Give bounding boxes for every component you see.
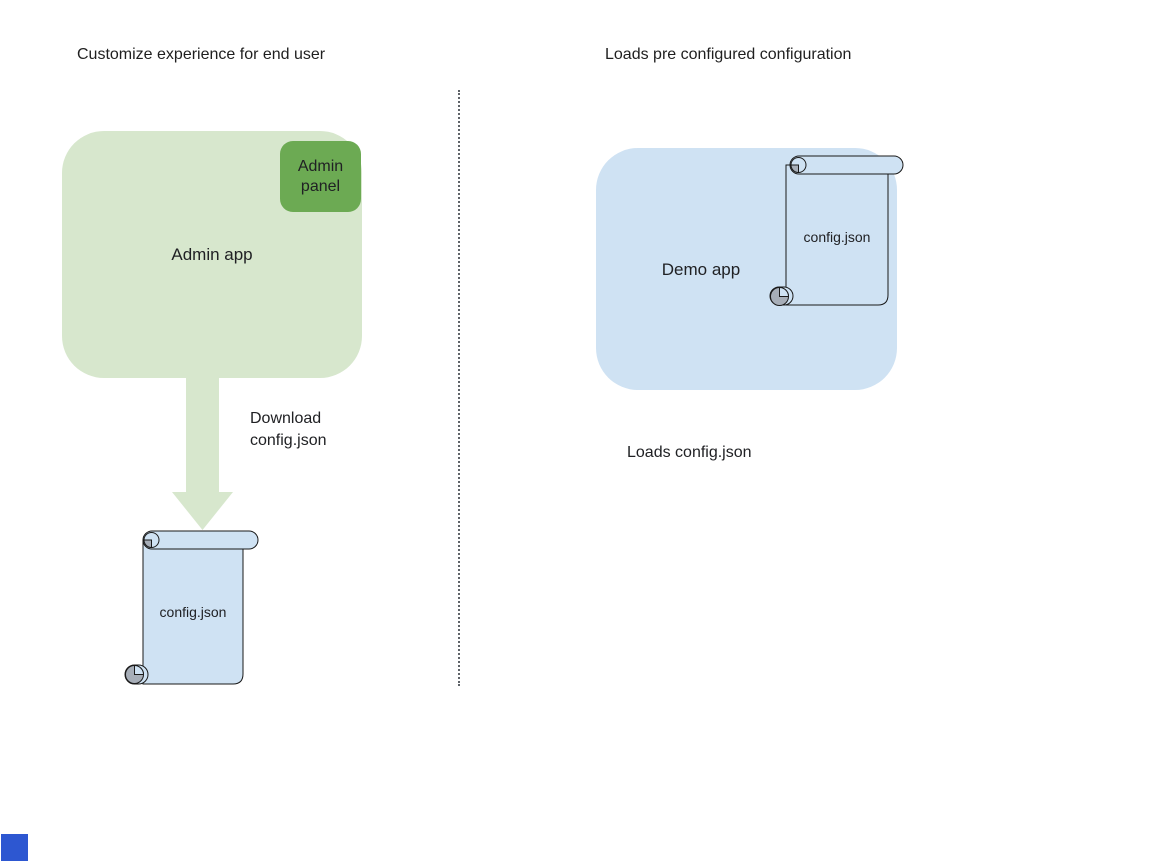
scroll-paper [142,539,244,685]
section-divider-line [458,90,460,686]
demo-app-label: Demo app [661,260,741,279]
right-section-title: Loads pre configured configuration [605,46,852,63]
admin-panel-box: Admin panel [280,141,361,212]
scroll-top-roll [789,155,904,175]
loads-config-caption: Loads config.json [627,444,752,461]
scroll-top-roll [142,530,259,550]
scroll-bottom-curl-highlight [134,664,145,675]
scroll-paper [785,164,889,306]
corner-marker-square [1,834,28,861]
config-json-label-right: config.json [804,229,871,245]
download-config-label: Download config.json [250,410,327,449]
admin-app-box: Admin app Admin panel [62,131,362,378]
left-section-title: Customize experience for end user [77,46,326,63]
download-arrow-icon [172,377,233,530]
arrow-shape [172,377,233,530]
scroll-top-curl-shadow [790,164,799,174]
admin-app-label: Admin app [171,244,253,264]
config-json-scroll-right: config.json [769,155,904,306]
scroll-bottom-curl-highlight [779,286,790,297]
config-json-scroll-left: config.json [124,530,259,685]
scroll-top-curl-shadow [143,539,152,549]
config-json-label-left: config.json [160,604,227,620]
admin-panel-label: Admin panel [297,157,344,195]
